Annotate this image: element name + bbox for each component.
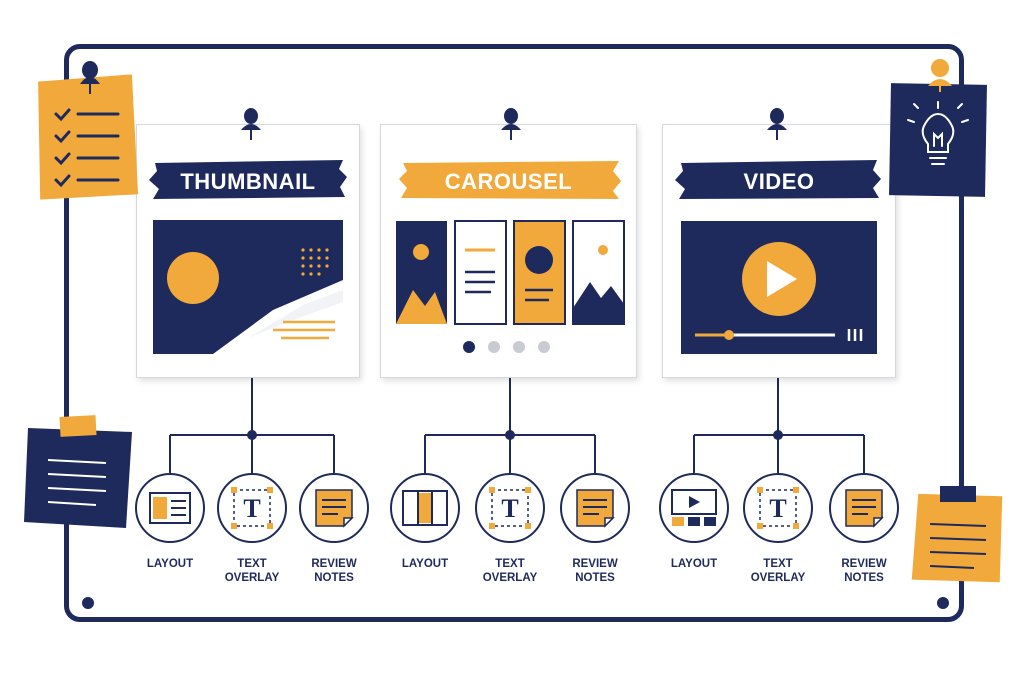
carousel-preview (396, 220, 625, 353)
thumbnail-title: THUMBNAIL (180, 169, 316, 194)
video-banner (675, 160, 881, 199)
text-glyph: T (501, 494, 518, 523)
carousel-layout-label: LAYOUT (401, 558, 449, 570)
review-notes-icon (315, 489, 354, 528)
text-glyph: T (769, 494, 786, 523)
lightbulb-note-icon (889, 59, 987, 197)
text-glyph: T (243, 494, 260, 523)
layout-icon (671, 489, 717, 526)
pin-icon (501, 108, 521, 140)
carousel-title: CAROUSEL (444, 169, 573, 194)
video-card: VIDEO (662, 124, 896, 378)
pin-icon (767, 108, 787, 140)
pin-icon (241, 108, 261, 140)
orange-note-icon (911, 486, 1003, 583)
review-notes-icon (845, 489, 884, 528)
text-overlay-icon (231, 487, 273, 529)
carousel-banner (399, 161, 621, 199)
layout-icon (149, 492, 191, 524)
video-layout-label: LAYOUT (670, 558, 718, 570)
layout-icon (402, 490, 448, 526)
text-overlay-icon (489, 487, 531, 529)
checklist-note-icon (38, 61, 139, 200)
navy-note-icon (24, 415, 132, 528)
thumbnail-banner (149, 160, 347, 199)
carousel-card: CAROUSEL (380, 124, 637, 378)
thumbnail-card: THUMBNAIL (136, 124, 360, 378)
text-overlay-icon (757, 487, 799, 529)
thumbnail-layout-label: LAYOUT (146, 558, 194, 570)
thumbnail-preview (153, 220, 343, 354)
review-notes-icon (576, 489, 615, 528)
video-preview (681, 221, 877, 354)
video-title: VIDEO (743, 169, 815, 194)
